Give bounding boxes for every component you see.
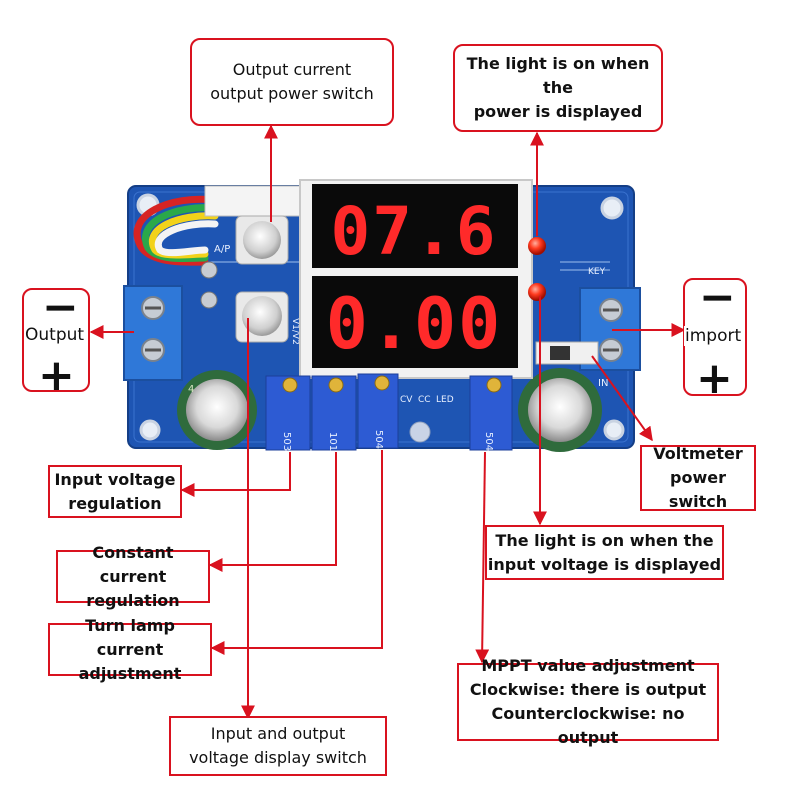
leader-voltmeter (591, 355, 653, 442)
leader-constant-current (208, 452, 337, 572)
board-label-ap: A/P (214, 244, 230, 255)
callout-text: Input voltage regulation (54, 469, 176, 513)
callout-light-power: The light is on when the power is displa… (453, 44, 663, 132)
screw-icon (200, 261, 218, 279)
capacitor-right (518, 368, 602, 452)
callout-lamp-current-adjustment: Turn lamp current adjustment (48, 616, 212, 683)
board-label-cc: CC (418, 395, 431, 405)
callout-constant-current-regulation: Constant current regulation (56, 543, 210, 610)
wire-connector (204, 185, 316, 217)
callout-voltmeter-switch: Voltmeter power switch (640, 444, 756, 511)
leader-lamp-current (210, 450, 383, 655)
callout-light-input: The light is on when the input voltage i… (485, 525, 724, 580)
pot-mppt[interactable]: 504 (469, 375, 513, 451)
callout-text: The light is on when the power is displa… (466, 54, 650, 121)
input-plus-sign: + (696, 353, 733, 404)
callout-text: MPPT value adjustment Clockwise: there i… (469, 656, 707, 747)
output-minus-sign: − (42, 282, 79, 333)
callout-input-voltage-regulation: Input voltage regulation (48, 465, 182, 518)
display-switch-button[interactable] (235, 291, 289, 343)
input-minus-sign: − (699, 272, 736, 323)
callout-text: Output current output power switch (210, 60, 374, 103)
callout-output-switch: Output current output power switch (190, 38, 394, 126)
pot-input-voltage[interactable]: 503 (265, 375, 311, 451)
pot-constant-current[interactable]: 101 (311, 375, 357, 451)
leader-input-voltage (180, 452, 291, 497)
output-terminal-label: Output (24, 325, 86, 345)
status-led (409, 421, 431, 443)
leader-mppt (475, 451, 490, 664)
input-indicator-led (528, 283, 546, 301)
wire-bundle (133, 195, 219, 266)
pot-lamp-current[interactable]: 504 (357, 373, 399, 449)
output-plus-sign: + (38, 350, 75, 401)
power-indicator-led (528, 237, 546, 255)
screw-icon (200, 291, 218, 309)
callout-mppt: MPPT value adjustment Clockwise: there i… (457, 656, 719, 747)
display-bottom-digits: 0.00 (326, 283, 503, 365)
callout-display-switch: Input and output voltage display switch (169, 716, 387, 776)
callout-text: Voltmeter power switch (653, 444, 743, 511)
pot-code-label: 504 (483, 432, 494, 451)
callout-text: Turn lamp current adjustment (78, 615, 182, 683)
callout-text: Input and output voltage display switch (189, 724, 367, 767)
board-label-led: LED (436, 395, 454, 405)
board-label-key: KEY (588, 267, 606, 277)
led-display-module (299, 179, 533, 379)
pot-code-label: 101 (327, 432, 338, 451)
pot-code-label: 504 (373, 430, 384, 449)
capacitor-left: 4 (177, 370, 257, 450)
callout-text: The light is on when the input voltage i… (487, 530, 722, 574)
display-top-digits: 07.6 (331, 193, 498, 270)
svg-text:4: 4 (188, 384, 194, 395)
board-label-in: IN (598, 378, 608, 389)
callout-text: Constant current regulation (86, 542, 180, 610)
voltmeter-slide-switch[interactable] (535, 341, 599, 365)
board-label-v1v2: V1/V2 (290, 318, 300, 345)
board-label-cv: CV (400, 395, 413, 405)
output-power-button[interactable] (235, 215, 289, 265)
input-terminal-label: import (684, 326, 743, 346)
pot-code-label: 503 (281, 432, 292, 451)
